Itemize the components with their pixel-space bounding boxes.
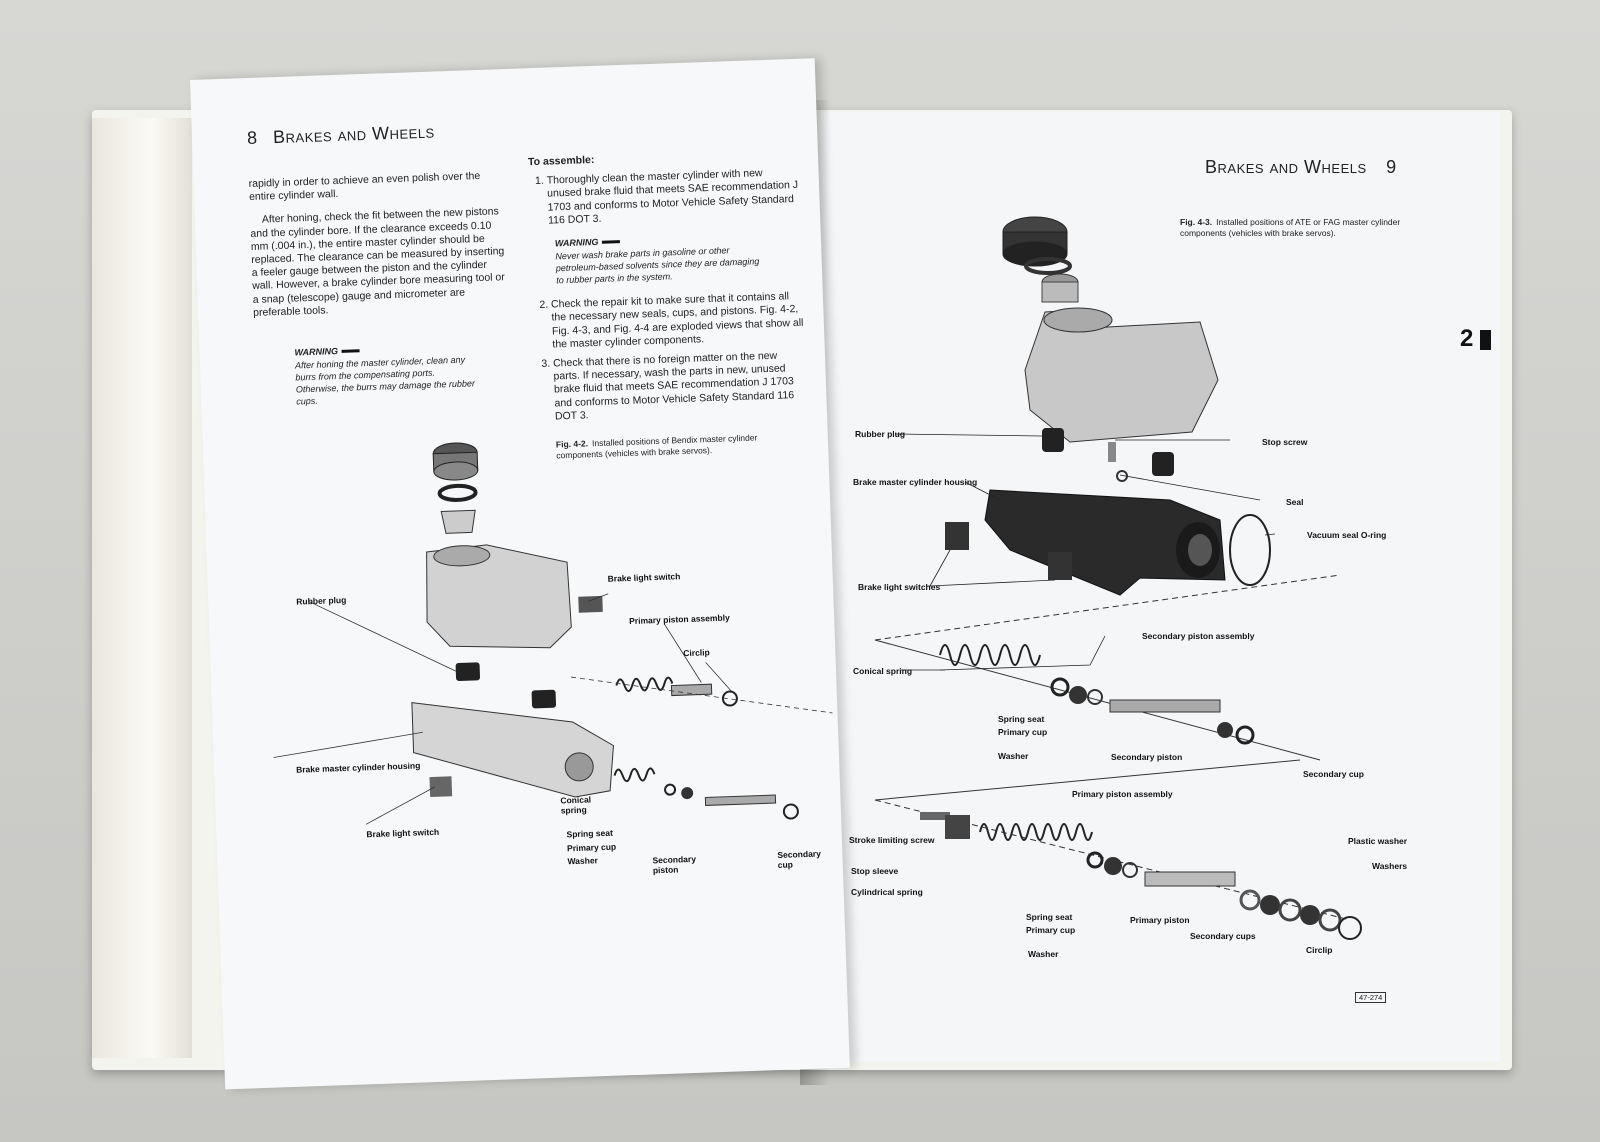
label-brake-light-switches: Brake light switches <box>858 582 941 592</box>
left-column-text: rapidly in order to achieve an even poli… <box>248 169 511 409</box>
label-secondary-cups: Secondary cups <box>1190 931 1256 941</box>
intro-paragraph: rapidly in order to achieve an even poli… <box>248 169 481 204</box>
label-secondary-piston-assembly: Secondary piston assembly <box>1142 631 1255 641</box>
honing-paragraph: After honing, check the fit between the … <box>250 205 505 319</box>
label-plastic-washer: Plastic washer <box>1348 836 1408 846</box>
reservoir-cap <box>1002 216 1068 267</box>
right-caption-text: Installed positions of ATE or FAG master… <box>1180 217 1401 238</box>
right-caption-label: Fig. 4-3. <box>1180 217 1213 227</box>
left-page-header: 8 Brakes and Wheels <box>247 121 435 149</box>
label-spring-seat-left: Spring seat <box>566 827 613 840</box>
label-secondary-piston-right: Secondary piston <box>1111 752 1183 762</box>
warning-1-bar <box>341 349 360 354</box>
label-spring-seat-right: Spring seat <box>998 714 1045 724</box>
label-rubber-plug-left: Rubber plug <box>296 594 347 607</box>
right-page <box>820 112 1500 1062</box>
warning-2-title: WARNING <box>554 236 599 249</box>
label-spring-seat-2: Spring seat <box>1026 912 1073 922</box>
label-primary-piston-assembly-right: Primary piston assembly <box>1072 789 1173 799</box>
label-stop-sleeve: Stop sleeve <box>851 866 899 876</box>
label-secondary-cup-left: Secondary cup <box>777 848 822 870</box>
assembly-steps: Thoroughly clean the master cylinder wit… <box>529 166 808 424</box>
left-exploded-diagram <box>273 442 833 825</box>
warning-1-text: After honing the master cylinder, clean … <box>294 354 476 407</box>
right-header-title: Brakes and Wheels <box>1205 157 1367 177</box>
right-exploded-diagram <box>874 216 1362 940</box>
label-washers: Washers <box>1372 861 1408 871</box>
chapter-tab-marker <box>1480 330 1491 350</box>
label-circlip-right: Circlip <box>1306 945 1333 955</box>
right-page-header: Brakes and Wheels 9 <box>1205 157 1397 178</box>
label-washer-2: Washer <box>1028 949 1059 959</box>
step-1: Thoroughly clean the master cylinder wit… <box>547 166 803 287</box>
warning-box-2: WARNING Never wash brake parts in gasoli… <box>555 230 767 287</box>
label-primary-cup-right: Primary cup <box>998 727 1048 737</box>
label-primary-cup-2: Primary cup <box>1026 925 1076 935</box>
warning-box-1: WARNING After honing the master cylinder… <box>294 340 481 408</box>
label-conical-spring-right: Conical spring <box>853 666 913 676</box>
label-seal: Seal <box>1286 497 1304 507</box>
label-stroke-limiting-screw: Stroke limiting screw <box>849 835 935 845</box>
assemble-heading: To assemble: <box>527 153 595 169</box>
cylindrical-spring-right <box>979 823 1093 841</box>
warning-1-title: WARNING <box>294 346 339 358</box>
label-primary-cup-left: Primary cup <box>566 841 617 854</box>
step-2-text: Check the repair kit to make sure that i… <box>550 290 804 351</box>
chapter-tab-number: 2 <box>1460 325 1474 352</box>
label-stop-screw: Stop screw <box>1262 437 1308 447</box>
label-vacuum-seal: Vacuum seal O-ring <box>1307 530 1387 540</box>
left-page-number: 8 <box>246 127 258 149</box>
conical-spring-right <box>939 644 1041 666</box>
label-secondary-piston-left: Secondary piston <box>652 853 697 876</box>
label-cylindrical-spring: Cylindrical spring <box>851 887 923 897</box>
label-circlip-left: Circlip <box>683 647 710 659</box>
right-figure-caption: Fig. 4-3.Installed positions of ATE or F… <box>1180 217 1425 239</box>
label-washer-left: Washer <box>567 855 599 867</box>
figure-reference-code: 47-274 <box>1355 992 1387 1003</box>
book-cover-edge <box>92 118 192 1058</box>
step-1-text: Thoroughly clean the master cylinder wit… <box>546 167 799 227</box>
label-primary-piston: Primary piston <box>1130 915 1190 925</box>
right-column-text: To assemble: Thoroughly clean the master… <box>528 147 809 462</box>
step-3: Check that there is no foreign matter on… <box>553 349 807 424</box>
step-2: Check the repair kit to make sure that i… <box>551 290 805 352</box>
label-conical-spring-left: Conical spring <box>560 794 592 816</box>
label-washer-right: Washer <box>998 751 1029 761</box>
label-secondary-cup-right: Secondary cup <box>1303 769 1364 779</box>
label-rubber-plug-right: Rubber plug <box>855 429 906 439</box>
label-housing-right: Brake master cylinder housing <box>853 477 978 487</box>
warning-2-bar <box>601 240 620 244</box>
right-page-number: 9 <box>1386 157 1397 177</box>
left-header-title: Brakes and Wheels <box>272 121 435 148</box>
warning-2-text: Never wash brake parts in gasoline or ot… <box>555 245 760 286</box>
step-3-text: Check that there is no foreign matter on… <box>552 349 795 423</box>
left-page: 8 Brakes and Wheels rapidly in order to … <box>190 58 850 1090</box>
